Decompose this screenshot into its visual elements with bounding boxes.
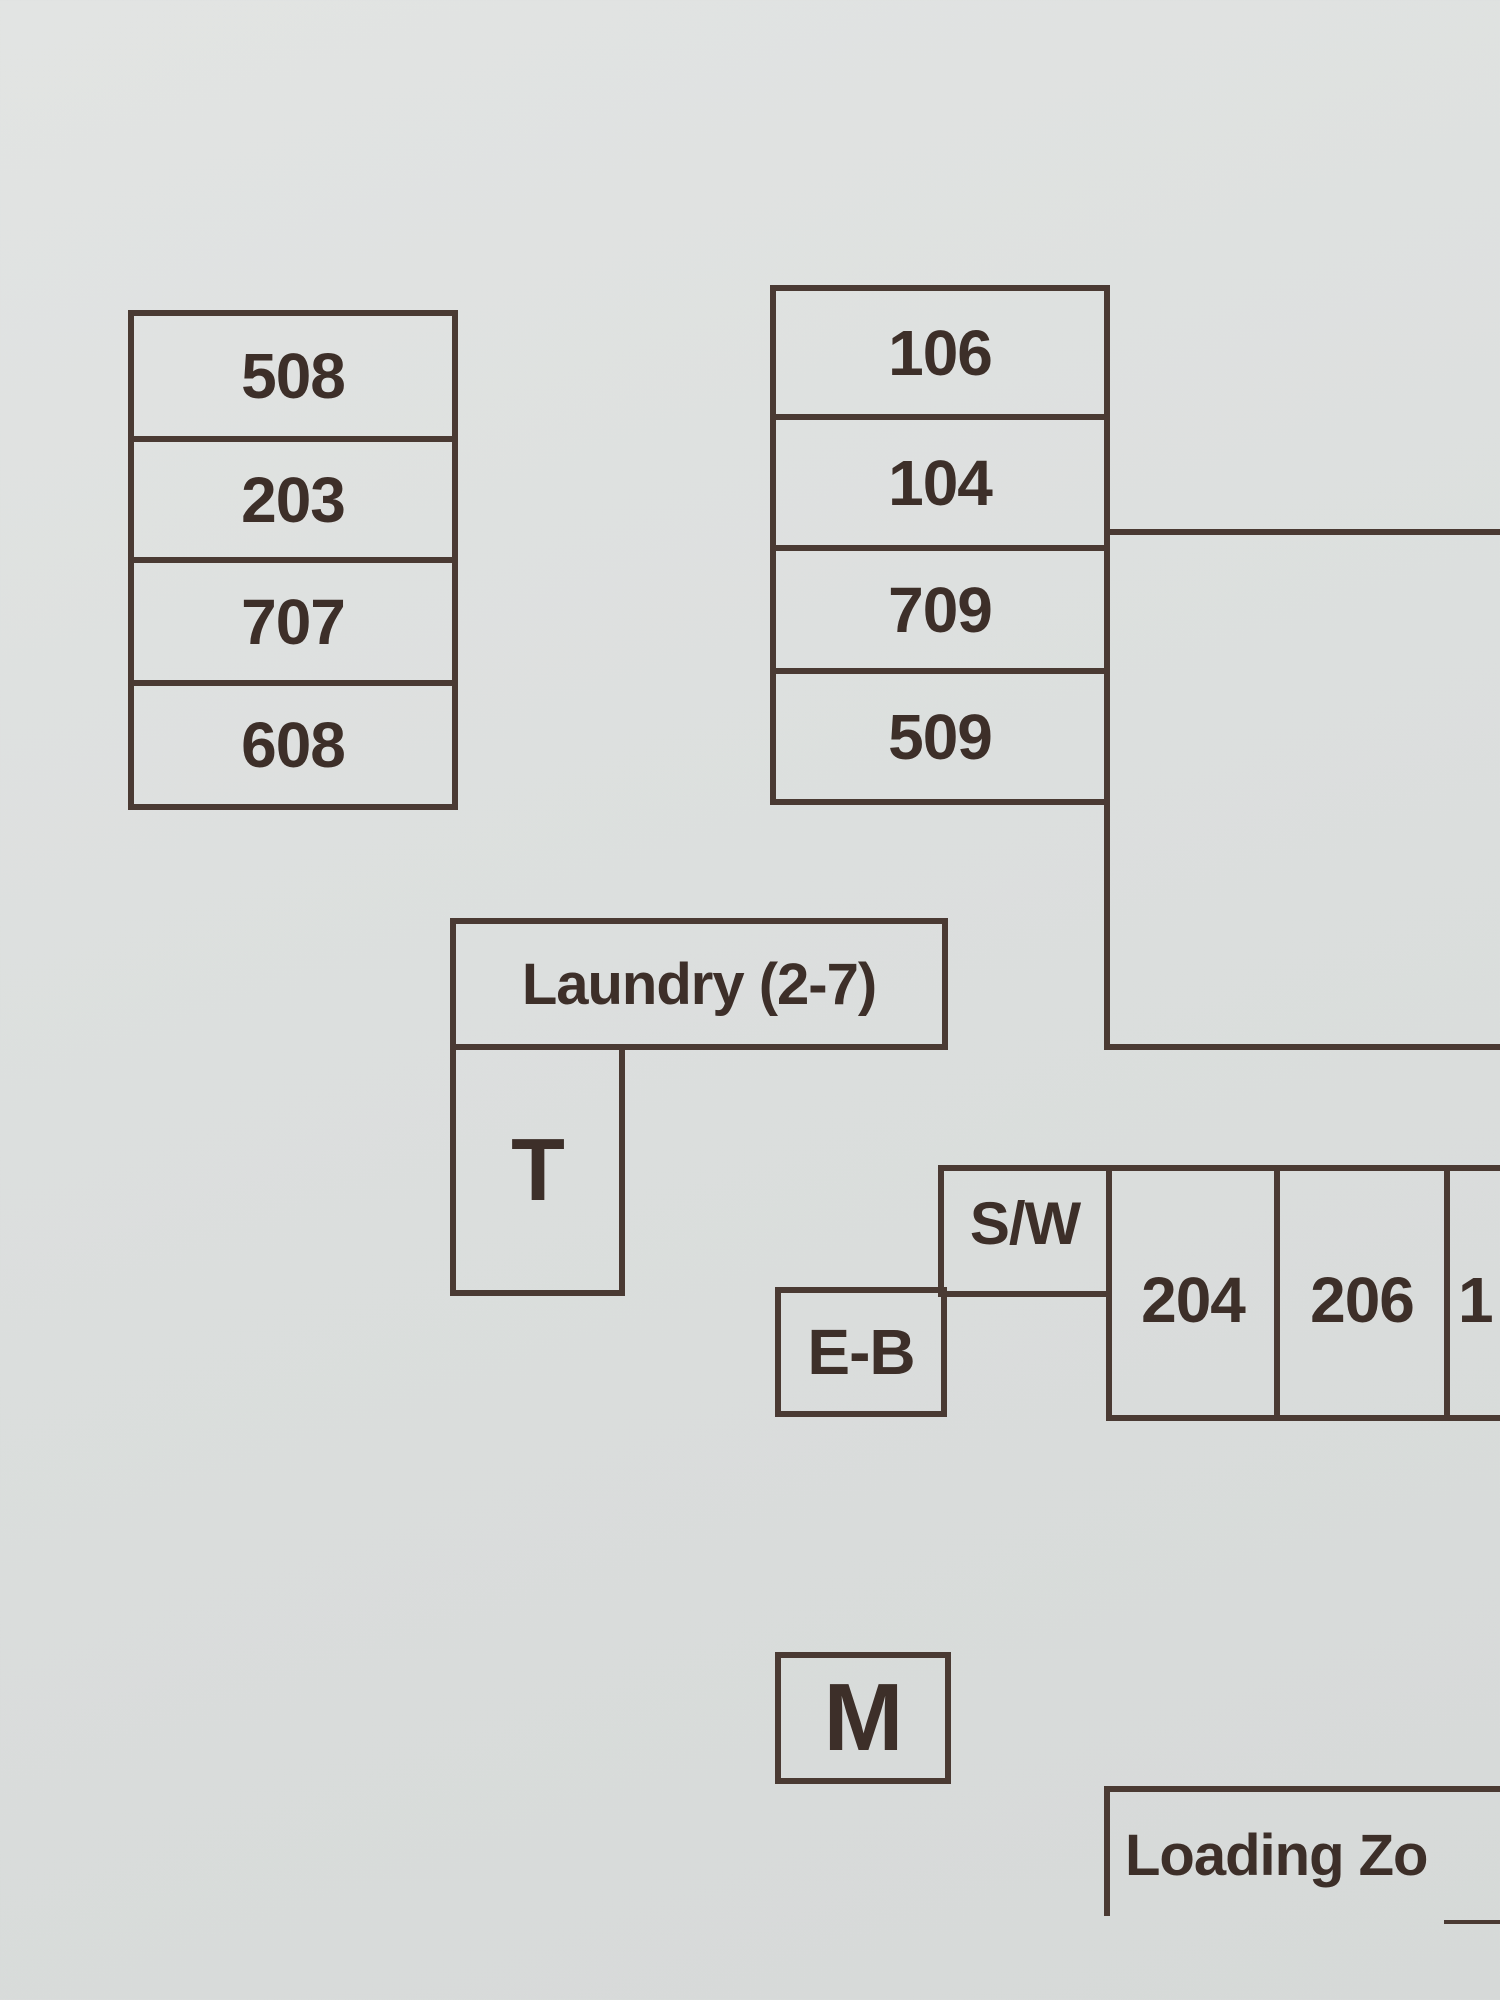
room-707: 707	[241, 585, 346, 658]
eb-label: E-B	[807, 1316, 915, 1388]
m-room	[775, 1652, 951, 1784]
divider	[770, 668, 1110, 674]
wall	[1106, 1415, 1500, 1421]
wall	[1104, 529, 1110, 1050]
room-203: 203	[241, 463, 346, 536]
laundry-room	[450, 918, 948, 1050]
divider	[128, 680, 458, 686]
room-partial: 1	[1458, 1264, 1494, 1336]
eb-room	[775, 1287, 947, 1417]
divider	[128, 436, 458, 442]
laundry-label: Laundry (2-7)	[521, 951, 877, 1017]
room-709: 709	[888, 573, 993, 646]
room-104: 104	[888, 446, 993, 519]
room-508: 508	[241, 340, 346, 412]
divider	[770, 414, 1110, 420]
wall	[1444, 1165, 1450, 1421]
t-label: T	[511, 1120, 565, 1219]
divider	[770, 545, 1110, 551]
divider	[128, 557, 458, 563]
room-204: 204	[1141, 1264, 1246, 1336]
sw-label: S/W	[969, 1189, 1081, 1257]
wall	[1106, 1165, 1112, 1421]
room-509: 509	[888, 700, 993, 773]
wall	[1104, 1786, 1500, 1792]
wall	[1274, 1165, 1280, 1421]
room-106: 106	[888, 316, 993, 389]
wall	[1104, 529, 1500, 535]
wall	[1104, 1044, 1500, 1050]
m-label: M	[823, 1664, 904, 1771]
underline	[1444, 1920, 1500, 1924]
room-608: 608	[241, 709, 346, 781]
wall	[1104, 1786, 1110, 1916]
t-room	[450, 1044, 625, 1296]
loading-zone-label: Loading Zo	[1125, 1822, 1429, 1888]
room-206: 206	[1310, 1264, 1415, 1336]
wall	[938, 1165, 1500, 1171]
